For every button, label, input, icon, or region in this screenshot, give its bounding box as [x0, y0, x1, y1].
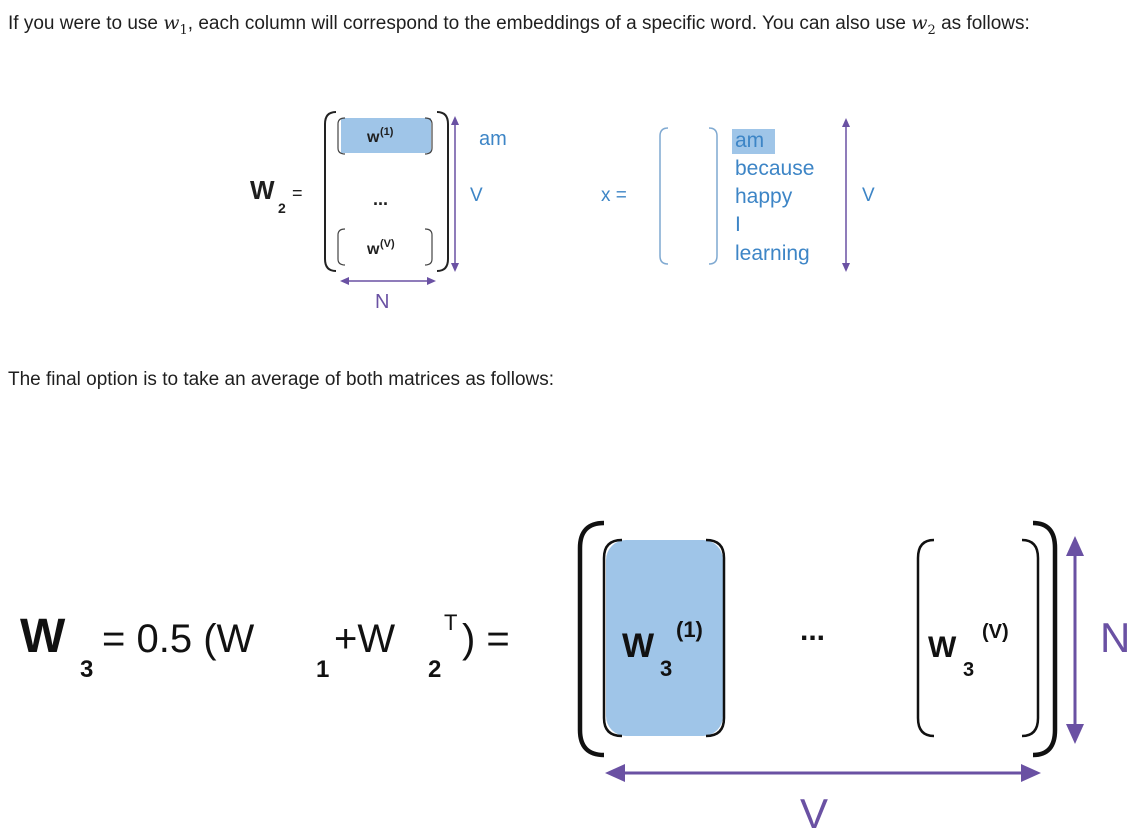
- word-item: happy: [735, 185, 793, 208]
- word-item: learning: [735, 242, 810, 265]
- word-am-highlight: [732, 129, 775, 154]
- w2-left-bracket: [324, 111, 337, 272]
- intro-paragraph: If you were to use w1, each column will …: [8, 6, 1132, 48]
- svg-text:(V): (V): [982, 621, 1009, 643]
- svg-text:2: 2: [428, 656, 441, 683]
- word-item: I: [735, 213, 741, 236]
- svg-text:(V): (V): [380, 238, 395, 250]
- svg-text:W: W: [622, 627, 655, 665]
- w2-v-label: V: [470, 185, 483, 206]
- word-item: am: [735, 129, 764, 152]
- intro-text-middle: , each column will correspond to the emb…: [187, 13, 912, 34]
- svg-text:=: =: [292, 183, 303, 203]
- w2-symbol: w2: [911, 12, 936, 38]
- svg-text:W: W: [928, 631, 957, 664]
- w2-row-1-label: w (1): [366, 126, 394, 146]
- svg-text:w: w: [366, 129, 380, 146]
- w3-v-label: V: [800, 790, 828, 837]
- w2-row-v-label: w (V): [366, 238, 395, 258]
- x-left-bracket: [659, 127, 669, 265]
- svg-text:3: 3: [80, 656, 93, 683]
- svg-text:W: W: [250, 175, 275, 205]
- x-right-bracket: [708, 127, 718, 265]
- svg-text:(1): (1): [380, 126, 394, 138]
- w2-ellipsis: ...: [373, 189, 388, 209]
- svg-text:= 0.5 (W: = 0.5 (W: [102, 617, 255, 661]
- words-v-label: V: [862, 185, 875, 206]
- w1-symbol: w1: [163, 12, 188, 38]
- x-label: x =: [601, 185, 627, 206]
- svg-text:1: 1: [316, 656, 329, 683]
- svg-text:+W: +W: [334, 617, 395, 661]
- svg-text:) =: ) =: [462, 617, 510, 661]
- w3-n-label: N: [1100, 614, 1130, 661]
- svg-text:3: 3: [963, 659, 974, 681]
- svg-text:3: 3: [660, 656, 672, 681]
- svg-text:2: 2: [278, 200, 286, 216]
- w3-column-1-highlight: [606, 540, 723, 736]
- intro-text-after: as follows:: [935, 13, 1030, 34]
- word-list: am because happy I learning: [735, 129, 814, 265]
- w3-equation: W 3 = 0.5 (W 1 +W 2 T ) =: [20, 610, 510, 683]
- w2-label: W 2 =: [250, 175, 303, 216]
- w3-column-1-label: W 3 (1): [622, 617, 703, 681]
- average-paragraph: The final option is to take an average o…: [8, 369, 555, 390]
- w3-ellipsis: ...: [800, 614, 825, 647]
- w3-column-v-label: W 3 (V): [928, 621, 1009, 681]
- svg-text:w: w: [366, 241, 380, 258]
- w2-n-label: N: [375, 291, 389, 313]
- w2-row-1-highlight: [341, 118, 431, 153]
- w2-am-label: am: [479, 128, 507, 150]
- svg-text:(1): (1): [676, 617, 703, 642]
- w3-left-bracket: [577, 520, 605, 758]
- svg-text:T: T: [444, 610, 457, 635]
- w3-right-bracket: [1032, 520, 1058, 758]
- svg-text:W: W: [20, 610, 66, 663]
- intro-text-before: If you were to use: [8, 13, 164, 34]
- w2-right-bracket: [436, 111, 449, 272]
- word-item: because: [735, 157, 814, 180]
